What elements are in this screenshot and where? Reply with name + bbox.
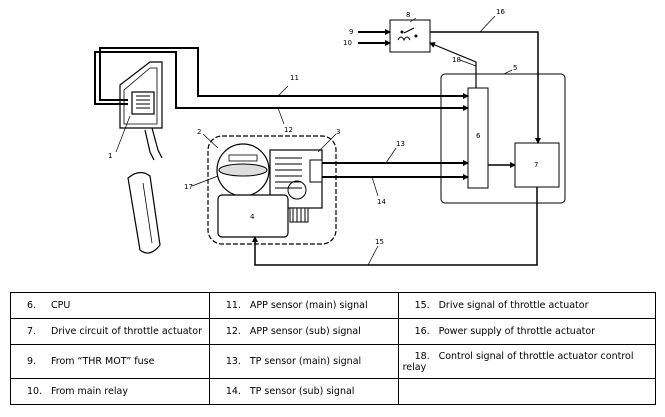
legend-cell: 9. From “THR MOT” fuse [10,344,210,379]
legend-text: CPU [51,300,71,311]
legend-num: 11. [225,300,241,311]
legend-text: Drive signal of throttle actuator [438,300,589,311]
callout-11: 11 [290,74,299,82]
cpu-block [467,87,489,189]
legend-row: 7. Drive circuit of throttle actuator 12.… [10,318,657,345]
legend-cell: 15. Drive signal of throttle actuator [397,292,657,319]
legend-text: TP sensor (main) signal [249,356,362,367]
legend-cell: 14. TP sensor (sub) signal [208,378,399,405]
legend-text: TP sensor (sub) signal [249,386,355,397]
throttle-control-diagram: 1 2 3 4 5 6 7 8 9 10 11 12 13 14 15 16 1… [94,8,566,266]
accelerator-pedal [127,171,161,254]
app-sensor [131,91,155,115]
legend-num: 10. [27,386,43,397]
legend-num: 14. [225,386,241,397]
legend-num: 13. [225,356,241,367]
callout-5: 5 [513,64,517,72]
callout-18: 18 [452,56,461,64]
callout-7: 7 [534,161,538,169]
callout-12: 12 [284,126,293,134]
callout-1: 1 [108,152,112,160]
callout-4: 4 [250,213,255,221]
legend-text: Power supply of throttle actuator [438,326,596,337]
legend-cell [397,378,657,405]
throttle-body [207,135,337,245]
callout-9: 9 [349,28,353,36]
legend-cell: 10. From main relay [10,378,210,405]
legend-num: 16. [414,326,430,337]
legend-cell: 13. TP sensor (main) signal [208,344,399,379]
legend-cell: 12. APP sensor (sub) signal [208,318,399,345]
legend-num: 18. [414,350,430,362]
legend-cell: 7. Drive circuit of throttle actuator [10,318,210,345]
legend-num: 9. [27,356,37,367]
legend-text: Control signal of throttle actuator cont… [402,350,634,373]
callout-3: 3 [336,128,340,136]
legend-num: 15. [414,300,430,311]
callout-14: 14 [377,198,386,206]
legend-cell: 18.Control signal of throttle actuator c… [397,344,657,379]
legend-row: 10. From main relay 14. TP sensor (sub) si… [10,378,657,405]
legend-text: From “THR MOT” fuse [51,356,155,367]
legend-text: APP sensor (main) signal [249,300,368,311]
relay-block [389,19,431,53]
drive-circuit-block [514,142,560,188]
callout-15: 15 [375,238,384,246]
legend-table: 6. CPU 11. APP sensor (main) signal 15. Dri… [10,292,657,405]
legend-cell: 11. APP sensor (main) signal [208,292,399,319]
legend-num: 12. [225,326,241,337]
callout-17: 17 [184,183,193,191]
legend-num: 7. [27,326,37,337]
callout-6: 6 [476,132,481,140]
callout-2: 2 [197,128,201,136]
legend-cell: 16. Power supply of throttle actuator [397,318,657,345]
callout-8: 8 [406,11,410,19]
pedal-bracket [119,61,163,129]
legend-num: 6. [27,300,37,311]
callout-13: 13 [396,140,405,148]
legend-row: 9. From “THR MOT” fuse 13. TP sensor (main… [10,344,657,379]
callout-16: 16 [496,8,505,16]
legend-text: Drive circuit of throttle actuator [51,326,202,337]
legend-row: 6. CPU 11. APP sensor (main) signal 15. Dri… [10,292,657,319]
legend-text: From main relay [51,386,128,397]
callout-10: 10 [343,39,352,47]
legend-cell: 6. CPU [10,292,210,319]
legend-text: APP sensor (sub) signal [249,326,361,337]
ecm-box [440,73,566,204]
